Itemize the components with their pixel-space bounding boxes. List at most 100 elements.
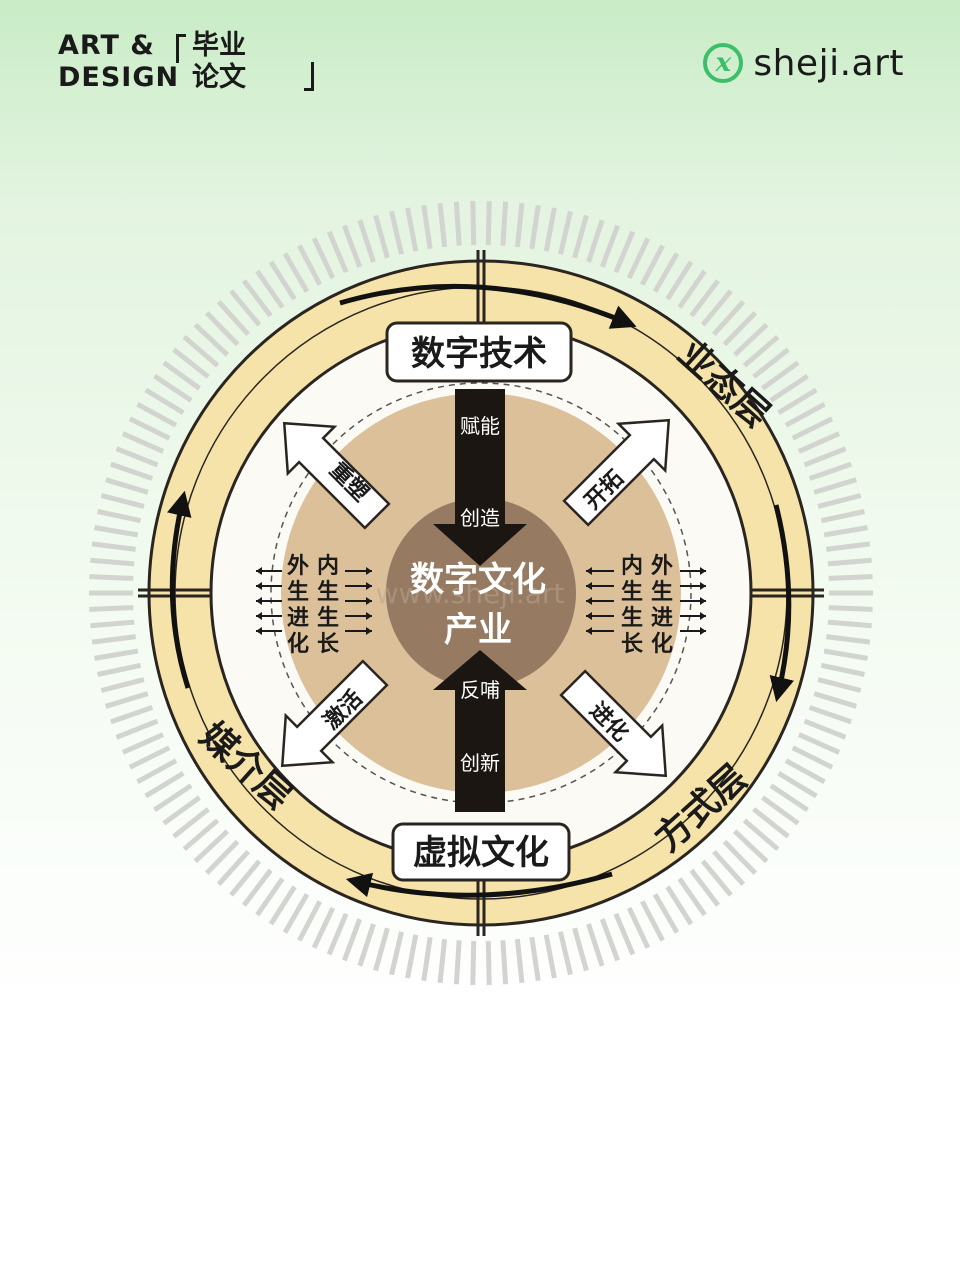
brand-chinese: 毕业 论文 (192, 30, 246, 94)
right-inner-column: 内 生 生 长 (621, 554, 644, 657)
tick-mark (665, 260, 694, 301)
tick-mark (808, 461, 853, 481)
tick-mark (162, 795, 201, 826)
tick-mark (784, 758, 826, 785)
tick-mark (357, 923, 376, 967)
ring-flow-arrows (167, 283, 795, 898)
tick-mark (700, 289, 733, 327)
tick-mark (128, 745, 171, 770)
tick-mark (204, 839, 240, 875)
tick-mark (90, 557, 135, 567)
tick-mark (543, 934, 557, 979)
tick-mark (100, 493, 145, 509)
tick-mark (808, 705, 853, 725)
tick-mark (640, 900, 665, 942)
arrow-right-down (769, 504, 795, 703)
left-outer-arrow-head (256, 582, 262, 590)
tick-mark (153, 783, 193, 813)
tick-mark (784, 401, 826, 428)
tick-mark (677, 877, 707, 917)
tick-mark (297, 244, 322, 286)
diagonal-arrow-upper-left (282, 421, 391, 530)
right-outer-char: 化 (651, 631, 673, 657)
right-outer-column: 外 生 进 化 (651, 553, 673, 657)
right-inner-arrow-head (586, 612, 592, 620)
tick-mark (89, 574, 134, 581)
bottom-box-virtual-culture (391, 822, 571, 882)
tick-mark (121, 732, 165, 755)
sheji-logo-text: sheji.art (753, 42, 904, 84)
right-inner-char: 生 (621, 606, 643, 631)
tick-mark (677, 269, 707, 309)
diagonal-arrow-lower-right (559, 669, 668, 778)
tick-mark (613, 230, 636, 274)
tick-mark (453, 940, 462, 985)
tick-mark (342, 918, 363, 962)
arrow-top-right (339, 283, 637, 329)
right-outer-arrow-head (700, 597, 706, 605)
tick-mark (823, 648, 868, 661)
tick-mark (282, 252, 310, 293)
outer-tick-ring (89, 201, 873, 985)
tick-mark (558, 210, 573, 255)
tick-mark (529, 936, 541, 982)
center-disc (386, 498, 576, 688)
tick-mark (732, 322, 769, 357)
tick-mark (813, 477, 857, 495)
tick-mark (128, 416, 171, 441)
tick-mark (405, 207, 419, 252)
left-inner-arrow-head (366, 612, 372, 620)
right-outer-arrow-head (700, 612, 706, 620)
tick-mark (172, 807, 210, 839)
tick-mark (586, 923, 605, 967)
bracket-right-icon (304, 62, 314, 91)
tick-mark (827, 557, 872, 567)
small-arrow-rows (256, 567, 706, 635)
right-outer-arrow-head (700, 627, 706, 635)
tick-mark (405, 934, 419, 979)
tick-mark (769, 783, 809, 813)
tick-mark (91, 634, 137, 645)
tick-mark (389, 931, 404, 976)
tick-mark (144, 771, 185, 799)
tick-mark (97, 509, 142, 524)
tick-mark (700, 859, 733, 897)
center-title-line2: 产业 (444, 610, 512, 650)
tick-mark (373, 214, 390, 259)
tick-mark (216, 849, 251, 886)
tick-mark (711, 849, 746, 886)
brand-english: ART & DESIGN (58, 30, 179, 94)
tick-mark (421, 204, 433, 250)
tick-mark (572, 927, 589, 972)
tick-mark (90, 619, 135, 629)
tick-mark (803, 718, 847, 740)
tick-mark (543, 207, 557, 252)
tick-mark (828, 574, 873, 581)
down-arrow-label-top: 赋能 (460, 414, 500, 438)
left-outer-char: 生 (287, 580, 309, 605)
tick-mark (514, 202, 525, 248)
sheji-logo[interactable]: x sheji.art (703, 40, 904, 86)
left-outer-char: 化 (287, 631, 309, 657)
tick-mark (485, 201, 492, 246)
tick-mark (652, 893, 680, 934)
tick-mark (470, 201, 477, 246)
tick-mark (803, 446, 847, 468)
tick-mark (91, 541, 137, 552)
right-inner-arrow-head (586, 627, 592, 635)
top-box-digital-tech (385, 321, 573, 383)
left-outer-char: 进 (287, 606, 309, 631)
tick-mark (136, 401, 178, 428)
tick-mark (817, 677, 862, 693)
tick-mark (115, 446, 159, 468)
tick-mark (777, 387, 818, 415)
top-box-label: 数字技术 (411, 334, 547, 374)
right-inner-arrow-head (586, 567, 592, 575)
tick-mark (311, 906, 336, 949)
left-outer-char: 外 (287, 553, 309, 579)
tick-mark (529, 204, 541, 250)
tick-mark (193, 322, 230, 357)
down-arrow (433, 389, 527, 566)
tick-mark (514, 938, 525, 984)
left-outer-column: 外 生 进 化 (287, 553, 309, 657)
